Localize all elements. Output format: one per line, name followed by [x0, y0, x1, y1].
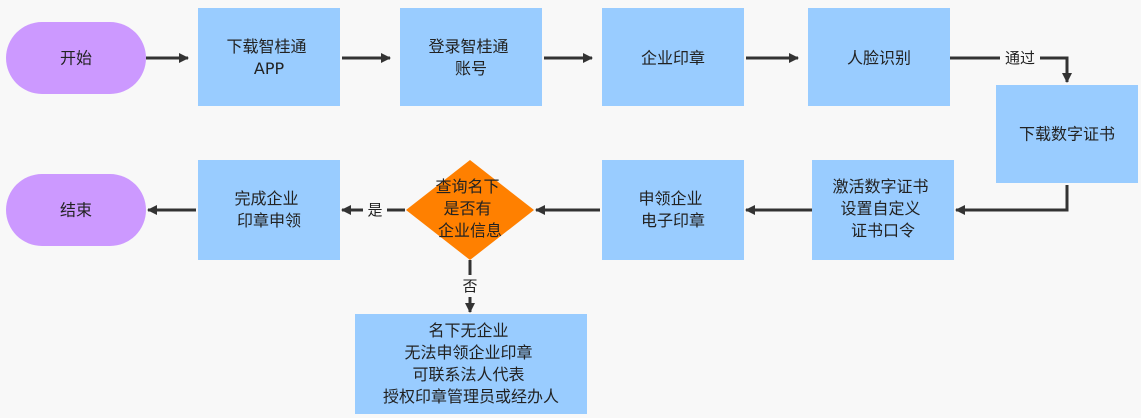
- activate-cert-label: 激活数字证书 设置自定义 证书口令: [832, 177, 933, 240]
- login-node: [400, 8, 542, 106]
- edge-labels: 通过 是 否: [363, 47, 1040, 297]
- no-enterprise-line-1: 名下无企业: [428, 321, 508, 340]
- login-line-2: 账号: [455, 59, 487, 78]
- no-enterprise-line-4: 授权印章管理员或经办人: [383, 387, 559, 406]
- complete-line-1: 完成企业: [234, 189, 298, 208]
- no-enterprise-node: [355, 314, 587, 414]
- activate-cert-line-1: 激活数字证书: [832, 177, 928, 196]
- no-enterprise-label: 名下无企业 无法申领企业印章 可联系法人代表 授权印章管理员或经办人: [383, 321, 559, 406]
- edge-label-yes: 是: [367, 201, 382, 219]
- edge-face-recognition-to-download-cert: [950, 56, 1072, 83]
- face-recognition-node: [808, 8, 950, 106]
- apply-e-seal-node: [602, 160, 744, 260]
- query-decision-line-3: 企业信息: [438, 221, 502, 240]
- activate-cert-node: [812, 160, 954, 260]
- login-label: 登录智桂通 账号: [428, 37, 513, 78]
- edge-label-pass: 通过: [1005, 49, 1035, 67]
- query-decision-label: 查询名下 是否有 企业信息: [435, 177, 504, 240]
- start-label: 开始: [60, 49, 92, 68]
- query-decision-node: [406, 160, 534, 260]
- edge-download-cert-to-activate-cert: [955, 185, 1069, 215]
- query-decision-line-1: 查询名下: [435, 177, 499, 196]
- label-bg-pass: [1000, 47, 1040, 69]
- label-bg-yes: [363, 200, 387, 222]
- query-decision-line-2: 是否有: [443, 199, 491, 218]
- download-app-node: [198, 8, 340, 106]
- complete-label: 完成企业 印章申领: [234, 189, 303, 230]
- enterprise-seal-label: 企业印章: [641, 49, 705, 68]
- enterprise-seal-node: [602, 8, 744, 106]
- end-node: [6, 174, 146, 246]
- activate-cert-line-2: 设置自定义: [840, 199, 920, 218]
- download-app-label: 下载智桂通 APP: [226, 37, 311, 78]
- edge-label-no: 否: [462, 277, 477, 295]
- complete-node: [198, 160, 340, 260]
- apply-e-seal-line-1: 申领企业: [638, 189, 702, 208]
- download-cert-node: [996, 85, 1138, 183]
- apply-e-seal-label: 申领企业 电子印章: [638, 189, 707, 230]
- download-app-line-2: APP: [254, 59, 285, 78]
- complete-line-2: 印章申领: [237, 211, 301, 230]
- download-cert-label: 下载数字证书: [1019, 125, 1115, 144]
- start-node: [6, 22, 146, 94]
- download-app-line-1: 下载智桂通: [226, 37, 306, 56]
- login-line-1: 登录智桂通: [428, 37, 508, 56]
- activate-cert-line-3: 证书口令: [851, 221, 915, 240]
- face-recognition-label: 人脸识别: [847, 49, 911, 68]
- nodes: 开始 下载智桂通 APP 登录智桂通 账号 企业印章 人脸识别 下载数字证书 激…: [6, 8, 1138, 414]
- end-label: 结束: [60, 201, 92, 220]
- no-enterprise-line-3: 可联系法人代表: [412, 365, 524, 384]
- no-enterprise-line-2: 无法申领企业印章: [404, 343, 532, 362]
- apply-e-seal-line-2: 电子印章: [641, 211, 705, 230]
- label-bg-no: [458, 275, 482, 297]
